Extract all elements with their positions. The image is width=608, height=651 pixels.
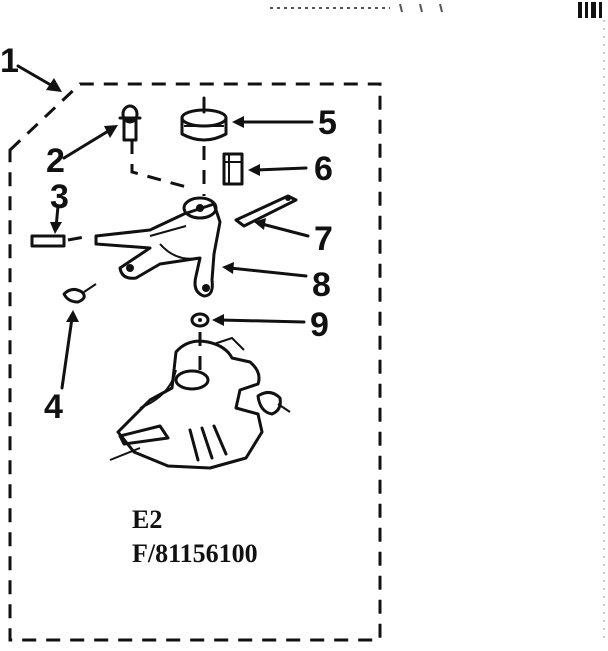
- callout-7-arrow: [254, 218, 310, 238]
- pin-part: [30, 234, 66, 248]
- callout-3-arrow: [50, 204, 62, 234]
- callout-1-arrow: [16, 64, 62, 92]
- callout-7: 7: [314, 220, 333, 258]
- actuator-part: [94, 196, 222, 298]
- callout-5: 5: [318, 104, 337, 142]
- callout-8: 8: [312, 266, 331, 304]
- callout-9: 9: [310, 306, 329, 344]
- callout-4-arrow: [60, 310, 79, 390]
- model-code: E2: [132, 505, 162, 534]
- bushing-part: [222, 152, 244, 186]
- pin-guide-line: [67, 234, 91, 242]
- callout-1: 1: [0, 42, 19, 80]
- callout-4: 4: [44, 388, 63, 426]
- callout-8-arrow: [222, 262, 308, 278]
- clip-part: [62, 283, 97, 304]
- washer-part: [190, 312, 210, 328]
- callout-5-arrow: [232, 116, 314, 128]
- screw-part: [118, 104, 142, 142]
- pulley-part: [180, 96, 228, 142]
- callout-6: 6: [314, 150, 333, 188]
- callout-9-arrow: [212, 314, 306, 326]
- lever-part: [234, 194, 298, 228]
- part-number: F/81156100: [132, 539, 258, 568]
- callout-2-arrow: [62, 125, 118, 160]
- callout-2: 2: [46, 142, 65, 180]
- callout-6-arrow: [248, 164, 308, 176]
- callout-3: 3: [50, 178, 69, 216]
- scan-artifacts: [270, 2, 602, 18]
- assembly-border: [8, 82, 382, 642]
- screw-guide-line: [130, 140, 191, 190]
- housing-part: [109, 336, 291, 470]
